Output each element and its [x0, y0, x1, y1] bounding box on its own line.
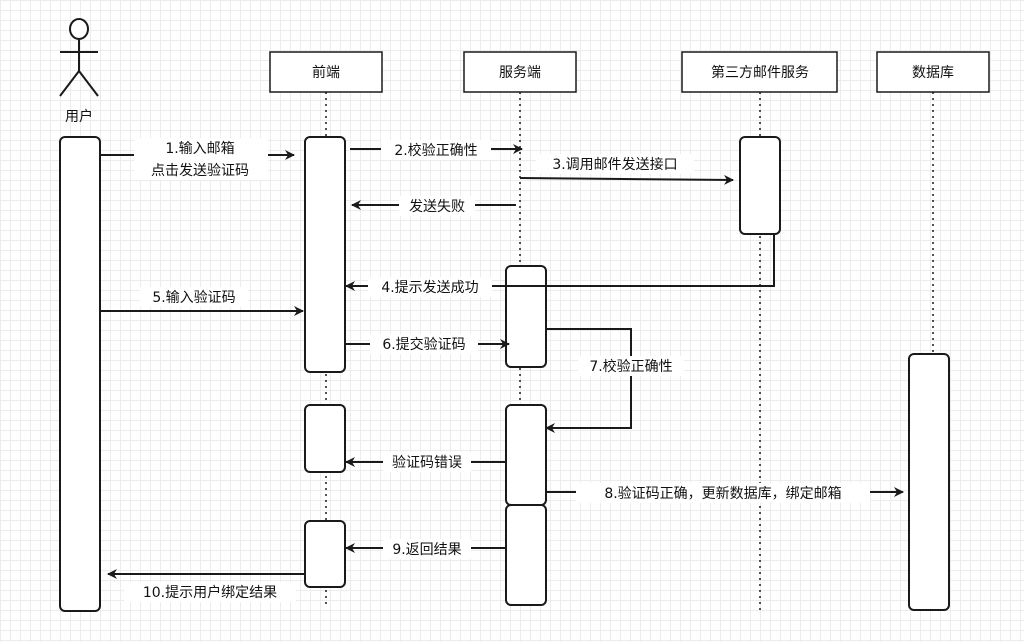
activation-frontend-1 — [304, 136, 346, 373]
participant-frontend: 前端 — [269, 51, 383, 93]
actor-icon — [59, 18, 99, 97]
message-6-label: 6.提交验证码 — [382, 336, 465, 353]
participant-db: 数据库 — [876, 51, 990, 93]
message-1-label-line1: 1.输入邮箱 — [165, 141, 234, 157]
message-9-label: 9.返回结果 — [392, 542, 461, 558]
message-5-label: 5.输入验证码 — [152, 290, 235, 306]
message-2-label: 2.校验正确性 — [394, 142, 477, 159]
participant-frontend-label: 前端 — [312, 64, 340, 81]
message-3-label: 3.调用邮件发送接口 — [552, 156, 677, 173]
activation-db — [908, 353, 950, 611]
message-7-label: 7.校验正确性 — [589, 358, 672, 375]
message-7-arrow — [545, 328, 632, 433]
message-1-label-line2: 点击发送验证码 — [151, 163, 249, 179]
participant-server-label: 服务端 — [499, 65, 541, 81]
participant-mail: 第三方邮件服务 — [681, 51, 838, 93]
message-8-label: 8.验证码正确，更新数据库，绑定邮箱 — [604, 486, 841, 502]
message-3-arrow — [519, 174, 734, 185]
participant-server: 服务端 — [463, 51, 577, 93]
activation-frontend-2 — [304, 404, 346, 473]
activation-user — [59, 136, 101, 612]
activation-server-2 — [505, 404, 547, 506]
actor-label: 用户 — [65, 108, 93, 125]
activation-mail — [739, 136, 781, 235]
message-10-label: 10.提示用户绑定结果 — [143, 584, 277, 601]
fail-label: 发送失败 — [409, 199, 465, 215]
activation-frontend-3 — [304, 520, 346, 588]
participant-db-label: 数据库 — [912, 65, 954, 81]
error-label: 验证码错误 — [392, 455, 462, 471]
participant-mail-label: 第三方邮件服务 — [711, 64, 809, 81]
activation-server-1 — [505, 265, 547, 368]
message-4-label: 4.提示发送成功 — [381, 280, 478, 296]
activation-server-3 — [505, 504, 547, 606]
